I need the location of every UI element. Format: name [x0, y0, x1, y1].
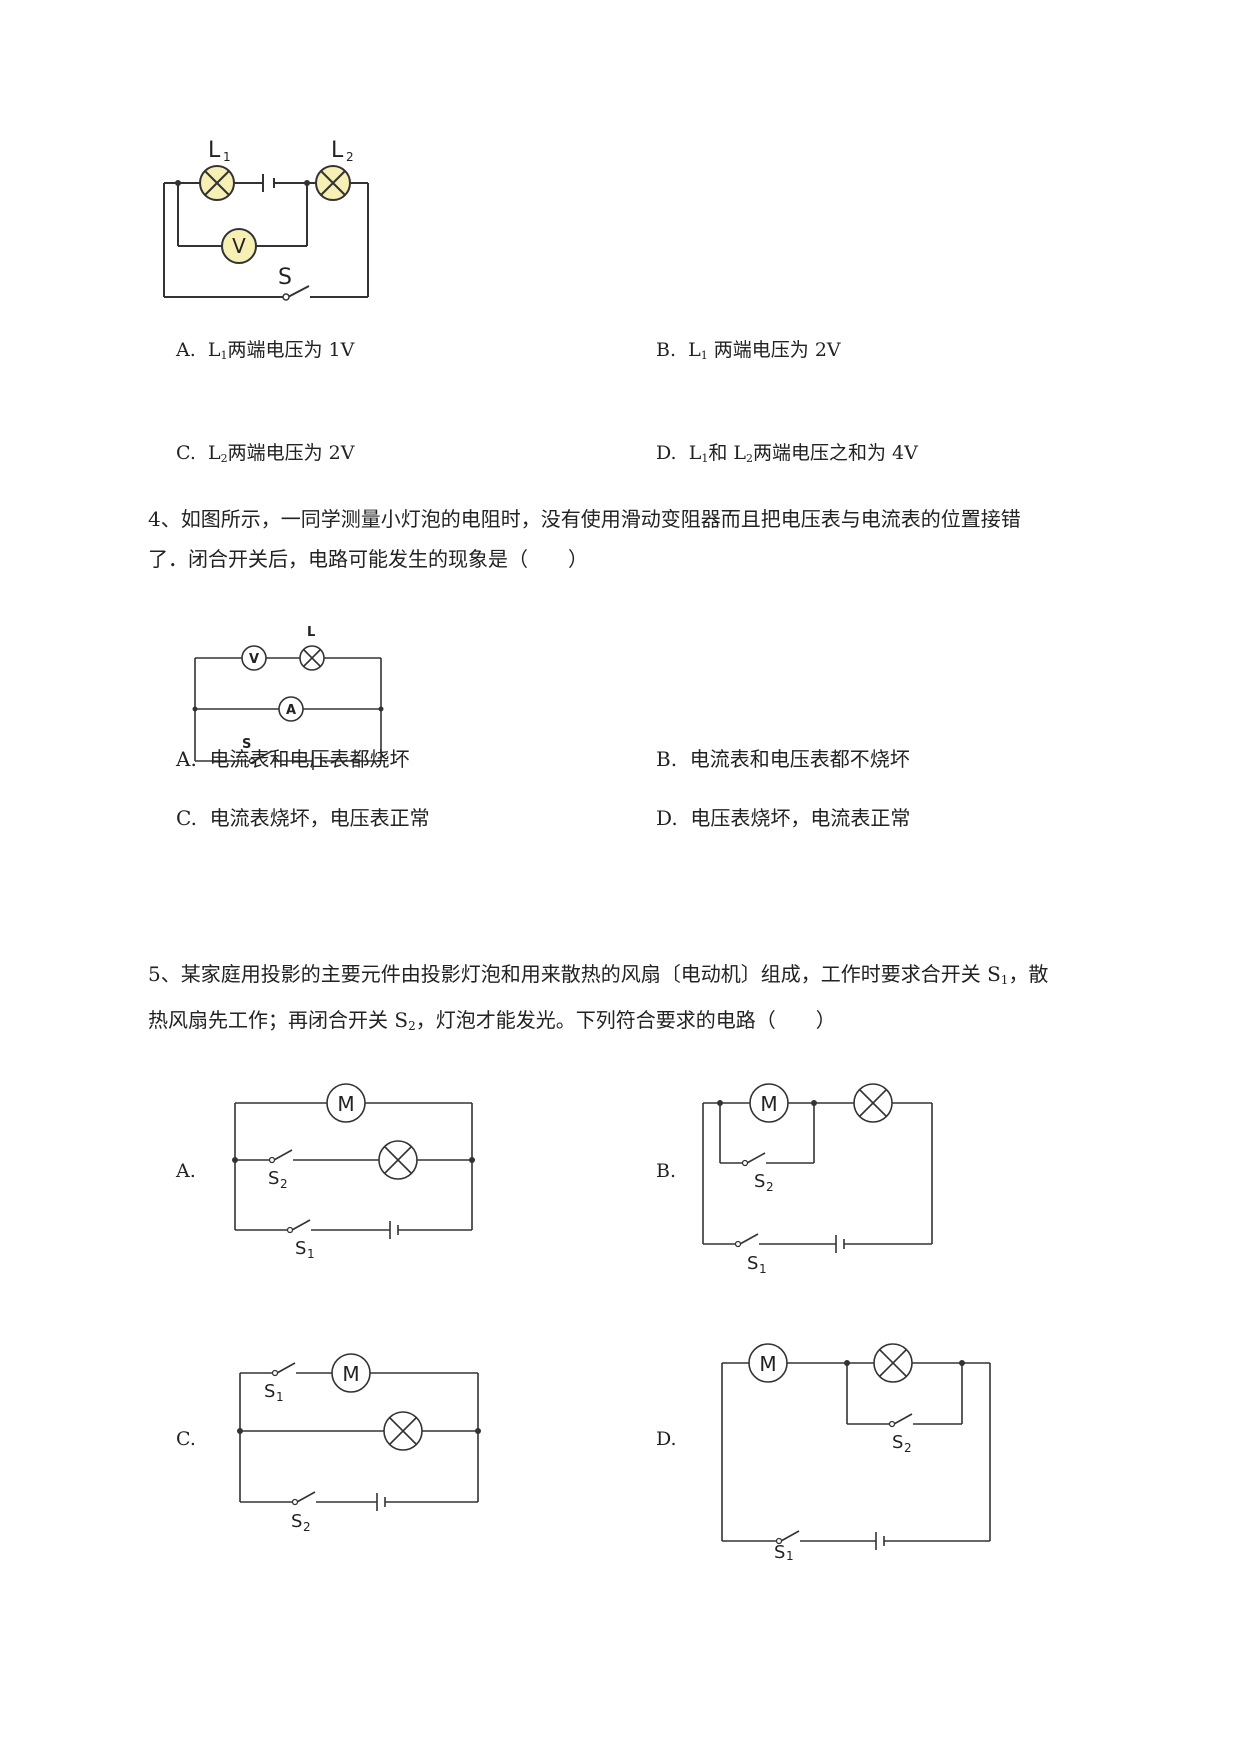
label-s1-sub: 1	[276, 1390, 284, 1404]
q4-stem-line2: 了．闭合开关后，电路可能发生的现象是（ ）	[148, 547, 588, 571]
label-s2: S	[291, 1511, 302, 1532]
q5-circuit-c[interactable]: M S 1 S 2	[230, 1340, 490, 1540]
q5-circuit-d[interactable]: M S 2 S 1	[712, 1330, 1002, 1560]
q4-option-a[interactable]: A. 电流表和电压表都烧坏	[176, 747, 410, 771]
lamp-icon	[378, 1140, 418, 1180]
q5-stem: 5、某家庭用投影的主要元件由投影灯泡和用来散热的风扇〔电动机〕组成，工作时要求合…	[148, 954, 1158, 1046]
q3-option-b[interactable]: B. L1 两端电压为 2V	[656, 339, 841, 362]
label-s2: S	[268, 1168, 279, 1189]
label-s1: S	[264, 1381, 275, 1402]
label-l1: L	[208, 138, 221, 163]
motor-label: M	[760, 1092, 777, 1116]
label-s1-sub: 1	[307, 1247, 315, 1261]
q4-option-b[interactable]: B. 电流表和电压表都不烧坏	[656, 747, 910, 771]
lamp-icon	[383, 1411, 423, 1451]
label-s1-sub: 1	[759, 1262, 767, 1276]
label-s1: S	[747, 1253, 758, 1274]
q4-circuit-diagram: V L A S	[192, 625, 384, 770]
label-s1: S	[295, 1238, 306, 1259]
label-s2: S	[892, 1432, 903, 1453]
lamp-icon	[853, 1083, 893, 1123]
motor-label: M	[337, 1092, 354, 1116]
motor-icon: M	[331, 1353, 371, 1393]
voltmeter-icon: V	[221, 228, 257, 264]
q5-circuit-a[interactable]: M S 2 S 1	[225, 1070, 485, 1270]
lamp-l1-icon	[199, 165, 235, 201]
q4-option-d[interactable]: D. 电压表烧坏，电流表正常	[656, 806, 911, 830]
voltmeter-icon: V	[241, 645, 267, 671]
motor-label: M	[759, 1352, 776, 1376]
label-s2-sub: 2	[904, 1441, 912, 1455]
label-s1-sub: 1	[786, 1549, 794, 1560]
label-s1: S	[774, 1542, 785, 1560]
q3-option-c[interactable]: C. L2两端电压为 2V	[176, 442, 355, 465]
q5-option-c-label[interactable]: C.	[176, 1428, 196, 1450]
label-l1-sub: 1	[223, 150, 231, 164]
lamp-l2-icon	[315, 165, 351, 201]
voltmeter-label: V	[232, 234, 246, 258]
label-l2: L	[331, 138, 344, 163]
ammeter-icon: A	[278, 696, 304, 722]
label-s2-sub: 2	[766, 1180, 774, 1194]
q4-option-c[interactable]: C. 电流表烧坏，电压表正常	[176, 806, 430, 830]
q3-circuit-diagram: V L 1 L 2 S	[163, 138, 369, 301]
lamp-icon	[299, 645, 325, 671]
label-s2-sub: 2	[303, 1520, 311, 1534]
q3-option-a[interactable]: A. L1两端电压为 1V	[176, 339, 355, 362]
q5-stem-line1: 5、某家庭用投影的主要元件由投影灯泡和用来散热的风扇〔电动机〕组成，工作时要求合…	[148, 962, 1049, 987]
ammeter-label: A	[286, 703, 296, 718]
q5-option-d-label[interactable]: D.	[656, 1428, 677, 1450]
q5-stem-line2: 热风扇先工作；再闭合开关 S2，灯泡才能发光。下列符合要求的电路（ ）	[148, 1008, 836, 1033]
label-l2-sub: 2	[346, 150, 354, 164]
q4-stem-line1: 4、如图所示，一同学测量小灯泡的电阻时，没有使用滑动变阻器而且把电压表与电流表的…	[148, 507, 1021, 531]
motor-label: M	[342, 1362, 359, 1386]
q5-circuit-b[interactable]: M S 2 S 1	[700, 1070, 960, 1280]
motor-icon: M	[326, 1083, 366, 1123]
label-s2-sub: 2	[280, 1177, 288, 1191]
q3-option-d[interactable]: D. L1和 L2两端电压之和为 4V	[656, 442, 918, 465]
motor-icon: M	[749, 1083, 789, 1123]
q5-option-b-label[interactable]: B.	[656, 1160, 677, 1182]
voltmeter-label: V	[249, 652, 259, 667]
label-s2: S	[754, 1171, 765, 1192]
label-switch: S	[278, 265, 292, 290]
q5-option-a-label[interactable]: A.	[176, 1160, 196, 1182]
label-lamp: L	[307, 625, 315, 640]
q4-stem: 4、如图所示，一同学测量小灯泡的电阻时，没有使用滑动变阻器而且把电压表与电流表的…	[148, 499, 1158, 579]
lamp-icon	[873, 1343, 913, 1383]
label-switch: S	[242, 737, 251, 752]
motor-icon: M	[748, 1343, 788, 1383]
